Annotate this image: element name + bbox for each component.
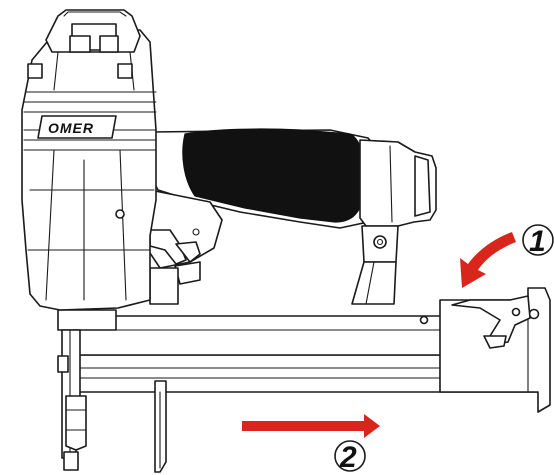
tool-body: OMER xyxy=(21,9,157,311)
step-1-badge xyxy=(522,224,554,256)
step-1-indicator: 1 xyxy=(460,224,554,288)
logo-plate xyxy=(37,115,117,139)
magazine xyxy=(69,287,551,473)
step-1-arrow xyxy=(460,232,516,288)
magazine-upper-rail xyxy=(77,315,446,356)
trigger-assembly xyxy=(119,189,223,305)
step-2-arrow xyxy=(242,414,380,438)
nose-guide xyxy=(57,309,117,471)
latch-pivot xyxy=(528,308,540,320)
latch-lever[interactable] xyxy=(451,295,531,345)
step-2-badge xyxy=(334,440,366,472)
brand-logo: OMER xyxy=(48,120,94,136)
trigger[interactable] xyxy=(149,229,187,265)
step-2-number: 2 xyxy=(339,441,357,474)
rear-support xyxy=(351,261,397,305)
rail-rivet xyxy=(419,315,429,325)
nose-tip xyxy=(65,395,87,451)
step-2-indicator: 2 xyxy=(242,414,380,474)
step-1-number: 1 xyxy=(529,225,546,258)
inlet-screw xyxy=(373,235,387,249)
